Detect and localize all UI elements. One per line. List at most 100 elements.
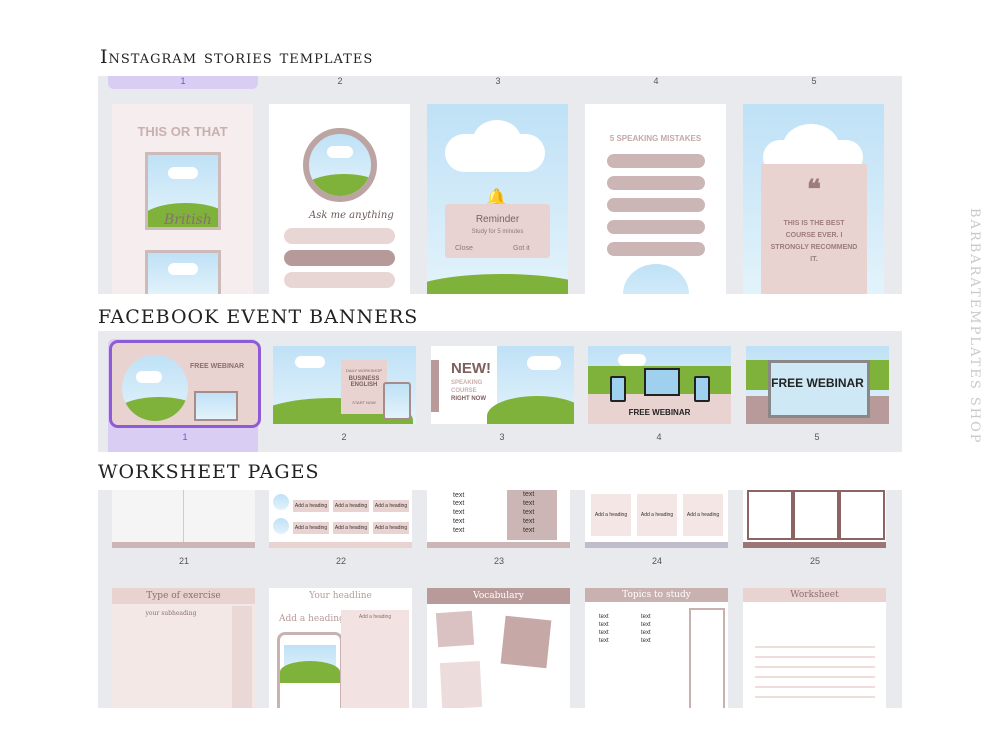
facebook-strip: FREE WEBINAR 1 DAILY WORKSHOP BUSINESS E… [98,331,902,452]
worksheet-21[interactable] [112,490,255,548]
laptop-icon [768,360,870,418]
stories-strip: 1 2 3 4 5 THIS OR THAT British Ask me an… [98,76,902,294]
phone-icon [277,632,343,708]
text-cell: text [523,509,535,516]
phone-icon [610,376,626,402]
fb-banner-5[interactable]: FREE WEBINAR [746,346,889,424]
text-cell: text [599,638,609,644]
page-number: 5 [814,432,820,442]
worksheet-23[interactable]: text text text text text text text text … [427,490,570,548]
text-cell: text [523,500,535,507]
story-template-5[interactable]: ❝ THIS IS THE BEST COURSE EVER. I STRONG… [743,104,884,294]
page-number: 2 [337,76,343,86]
page-number: 3 [495,76,501,86]
text-cell: text [641,638,651,644]
fb-banner-3[interactable]: NEW! SPEAKING COURSE RIGHT NOW [431,346,574,424]
text-cell: text [599,622,609,628]
photo-frame [145,250,221,294]
monitor-icon [644,368,680,396]
page-number: 4 [656,432,662,442]
page-number: 23 [493,556,504,566]
heading-cell: Add a heading [594,512,628,518]
section-title-stories: Instagram stories templates [100,46,374,68]
banner-title: NEW! [451,360,491,377]
text-cell: text [599,614,609,620]
heading-cell: Add a heading [373,522,409,534]
page-number: 1 [182,432,188,442]
text-cell: text [523,491,535,498]
text-cell: text [523,527,535,534]
worksheet-heading: Add a heading [279,614,345,624]
fb-banner-4[interactable]: FREE WEBINAR [588,346,731,424]
story-template-3[interactable]: 🔔 Reminder Study for 5 minutes Close Got… [427,104,568,294]
reminder-subtitle: Study for 5 minutes [471,229,524,235]
quote-icon: ❝ [807,174,821,204]
text-cell: text [641,622,651,628]
selected-tab-indicator [108,76,258,89]
reminder-title: Reminder [475,214,520,225]
round-photo [303,128,377,202]
story-title: THIS OR THAT [137,124,228,139]
text-cell: text [641,614,651,620]
heading-cell: Add a heading [640,512,674,518]
text-cell: text [599,630,609,636]
story-template-2[interactable]: Ask me anything [269,104,410,294]
banner-cta: START NOW [352,400,376,405]
quote-box: ❝ THIS IS THE BEST COURSE EVER. I STRONG… [761,164,867,294]
script-label: British [164,212,212,228]
close-button[interactable]: Close [455,245,473,252]
worksheet-28[interactable]: Vocabulary [427,588,570,708]
banner-title: FREE WEBINAR [190,363,245,370]
quote-text: THIS IS THE BEST COURSE EVER. I STRONGLY… [770,220,858,263]
heading-cell: Add a heading [333,522,369,534]
reminder-card: Reminder Study for 5 minutes Close Got i… [445,204,550,258]
worksheet-subtitle: your subheading [145,610,197,617]
text-cell: text [641,630,651,636]
phone-icon [694,376,710,402]
banner-small: DAILY WORKSHOP [345,368,383,373]
text-cell: text [453,492,465,499]
worksheet-29[interactable]: Topics to study text text text text text… [585,588,728,708]
heading-cell: Add a heading [333,500,369,512]
page-number: 1 [180,76,186,86]
fb-banner-2[interactable]: DAILY WORKSHOP BUSINESS ENGLISH START NO… [273,346,416,424]
page-number: 25 [809,556,820,566]
worksheet-26[interactable]: Type of exercise your subheading [112,588,255,708]
page-number: 21 [178,556,189,566]
text-cell: text [523,518,535,525]
worksheet-30[interactable]: Worksheet [743,588,886,708]
page-number: 22 [335,556,346,566]
story-template-4[interactable]: 5 SPEAKING MISTAKES [585,104,726,294]
worksheets-strip: 21 Add a heading Add a heading Add a hea… [98,490,902,708]
page-number: 4 [653,76,659,86]
heading-cell: Add a heading [293,522,329,534]
heading-cell: Add a heading [293,500,329,512]
fb-banner-1[interactable]: FREE WEBINAR [109,340,261,428]
bell-icon: 🔔 [485,188,508,208]
section-title-worksheets: WORKSHEET PAGES [98,461,320,483]
banner-title: FREE WEBINAR [771,376,864,390]
story-title: 5 SPEAKING MISTAKES [609,134,702,143]
worksheet-22[interactable]: Add a heading Add a heading Add a headin… [269,490,412,548]
worksheet-25[interactable] [743,490,886,548]
page-number: 2 [341,432,347,442]
text-cell: text [453,527,465,534]
worksheet-title: Topics to study [622,590,691,600]
worksheet-27[interactable]: Your headline Add a heading Add a headin… [269,588,412,708]
section-title-facebook: FACEBOOK EVENT BANNERS [98,306,419,328]
worksheet-title: Worksheet [790,590,839,600]
page-number: 3 [499,432,505,442]
banner-line: RIGHT NOW [451,396,486,402]
story-template-1[interactable]: THIS OR THAT British [112,104,253,294]
worksheet-title: Type of exercise [146,591,221,601]
got-it-button[interactable]: Got it [513,245,530,252]
worksheet-title: Vocabulary [473,591,524,601]
heading-cell: Add a heading [373,500,409,512]
worksheet-24[interactable]: Add a heading Add a heading Add a headin… [585,490,728,548]
banner-title: FREE WEBINAR [628,408,691,417]
text-cell: text [453,509,465,516]
shop-watermark: BARBARATEMPLATES SHOP [967,208,982,445]
page-number: 24 [651,556,662,566]
page-number: 5 [811,76,817,86]
banner-title: BUSINESS ENGLISH [348,376,380,388]
